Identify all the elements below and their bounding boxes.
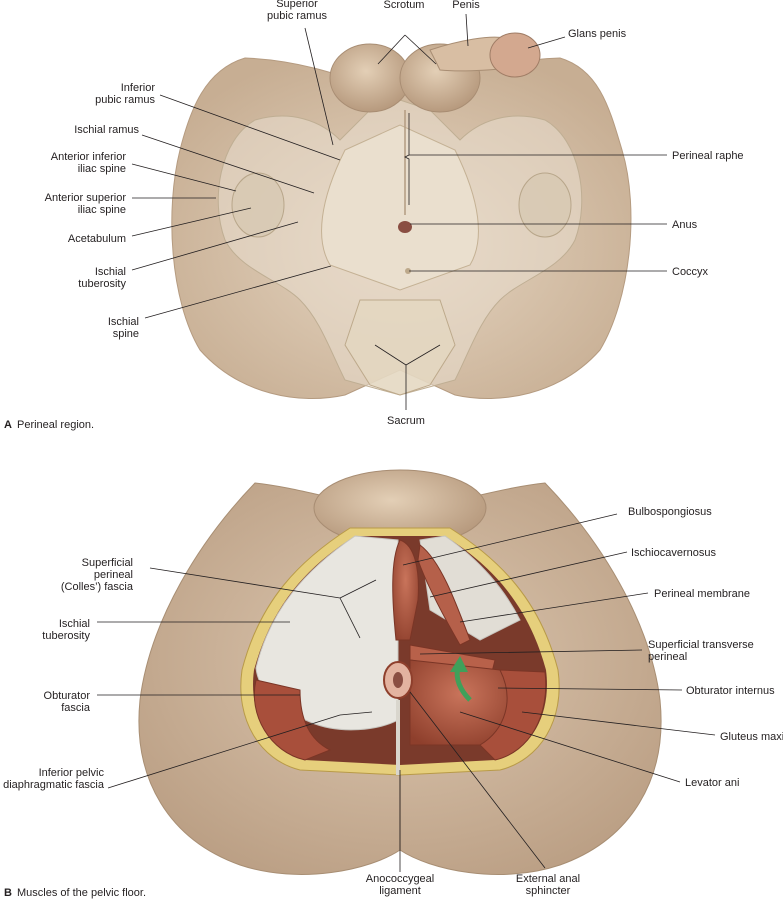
caption-b-text: Muscles of the pelvic floor. xyxy=(17,887,146,899)
anus-b xyxy=(393,672,403,688)
label-superficial-transverse-perineal-line-2: perineal xyxy=(648,651,687,663)
ischiocavernosus-shape xyxy=(417,544,471,646)
label-external-anal-sphincter-line-1: External anal xyxy=(516,873,580,885)
label-inferior-pelvic-diaphragmatic-fascia-line-2: diaphragmatic fascia xyxy=(3,779,105,791)
label-gluteus-maximus-line-1: Gluteus maximus xyxy=(720,731,783,743)
label-ischial-ramus: Ischial ramus xyxy=(74,124,139,136)
label-perineal-raphe-line-1: Perineal raphe xyxy=(672,150,744,162)
label-perineal-membrane: Perineal membrane xyxy=(654,588,750,600)
panel-b-caption: B Muscles of the pelvic floor. xyxy=(4,887,146,899)
label-obturator-fascia-line-2: fascia xyxy=(61,702,91,714)
label-anococcygeal-ligament-line-2: ligament xyxy=(379,885,421,897)
pelvic-outlet xyxy=(321,124,479,291)
label-ischial-tuberosity-b-line-2: tuberosity xyxy=(42,630,90,642)
gluteus-maximus-left xyxy=(254,679,332,761)
label-superficial-perineal-fascia-line-2: perineal xyxy=(94,569,133,581)
panel-a-leaders xyxy=(131,13,667,410)
panel-a-caption: A Perineal region. xyxy=(4,419,94,431)
label-anterior-superior-iliac-spine-line-2: iliac spine xyxy=(78,204,126,216)
label-penis-line-1: Penis xyxy=(452,0,480,11)
caption-a-text: Perineal region. xyxy=(17,419,94,431)
glans-penis-shape xyxy=(489,32,541,78)
right-acetabulum xyxy=(518,172,572,238)
anus-shape xyxy=(398,221,412,233)
label-obturator-internus: Obturator internus xyxy=(686,685,775,697)
label-perineal-membrane-line-1: Perineal membrane xyxy=(654,588,750,600)
label-coccyx-line-1: Coccyx xyxy=(672,266,709,278)
label-anterior-inferior-iliac-spine-line-2: iliac spine xyxy=(78,163,126,175)
label-sacrum-line-1: Sacrum xyxy=(387,415,425,427)
gluteus-maximus-right xyxy=(479,669,547,761)
caption-a-letter: A xyxy=(4,419,12,431)
label-inferior-pubic-ramus-line-1: Inferior xyxy=(121,82,156,94)
label-anococcygeal-ligament-line-1: Anococcygeal xyxy=(366,873,435,885)
label-coccyx: Coccyx xyxy=(672,266,709,278)
label-penis: Penis xyxy=(452,0,480,11)
label-superficial-transverse-perineal-line-1: Superficial transverse xyxy=(648,639,754,651)
label-anterior-superior-iliac-spine-line-1: Anterior superior xyxy=(45,192,127,204)
bulbospongiosus-shape xyxy=(392,539,419,641)
label-ischial-tuberosity-a-line-2: tuberosity xyxy=(78,278,126,290)
label-external-anal-sphincter-line-2: sphincter xyxy=(526,885,571,897)
label-obturator-fascia-line-1: Obturator xyxy=(44,690,91,702)
label-anus: Anus xyxy=(672,219,698,231)
label-anterior-inferior-iliac-spine-line-1: Anterior inferior xyxy=(51,151,127,163)
label-acetabulum-line-1: Acetabulum xyxy=(68,233,126,245)
label-ischial-spine-line-1: Ischial xyxy=(108,316,139,328)
label-anus-line-1: Anus xyxy=(672,219,698,231)
label-scrotum: Scrotum xyxy=(384,0,425,11)
label-superior-pubic-ramus-line-2: pubic ramus xyxy=(267,10,327,22)
label-superior-pubic-ramus-line-1: Superior xyxy=(276,0,318,10)
label-glans-penis-line-1: Glans penis xyxy=(568,28,627,40)
label-inferior-pubic-ramus-line-2: pubic ramus xyxy=(95,94,155,106)
label-acetabulum: Acetabulum xyxy=(68,233,126,245)
panel-a-illustration xyxy=(171,32,632,400)
panel-b-leaders xyxy=(97,513,716,872)
label-ischial-tuberosity-a-line-1: Ischial xyxy=(95,266,126,278)
label-obturator-internus-line-1: Obturator internus xyxy=(686,685,775,697)
label-bulbospongiosus-line-1: Bulbospongiosus xyxy=(628,506,712,518)
left-acetabulum xyxy=(231,172,285,238)
label-scrotum-line-1: Scrotum xyxy=(384,0,425,11)
caption-b-letter: B xyxy=(4,887,12,899)
label-ischial-ramus-line-1: Ischial ramus xyxy=(74,124,139,136)
label-levator-ani: Levator ani xyxy=(685,777,739,789)
label-ischiocavernosus: Ischiocavernosus xyxy=(631,547,716,559)
label-inferior-pelvic-diaphragmatic-fascia-line-1: Inferior pelvic xyxy=(39,767,105,779)
coccyx-shape xyxy=(405,268,411,274)
panel-b-illustration xyxy=(138,469,662,875)
label-glans-penis: Glans penis xyxy=(568,28,627,40)
label-superficial-perineal-fascia-line-1: Superficial xyxy=(82,557,133,569)
scrotum-left xyxy=(329,43,411,113)
label-sacrum: Sacrum xyxy=(387,415,425,427)
label-ischial-tuberosity-b-line-1: Ischial xyxy=(59,618,90,630)
green-arrow-head xyxy=(450,656,468,672)
label-ischiocavernosus-line-1: Ischiocavernosus xyxy=(631,547,716,559)
label-bulbospongiosus: Bulbospongiosus xyxy=(628,506,712,518)
label-gluteus-maximus: Gluteus maximus xyxy=(720,731,783,743)
label-superficial-perineal-fascia-line-3: (Colles’) fascia xyxy=(61,581,134,593)
label-perineal-raphe: Perineal raphe xyxy=(672,150,744,162)
sacrum-bone xyxy=(344,299,456,396)
label-ischial-spine-line-2: spine xyxy=(113,328,139,340)
label-levator-ani-line-1: Levator ani xyxy=(685,777,739,789)
